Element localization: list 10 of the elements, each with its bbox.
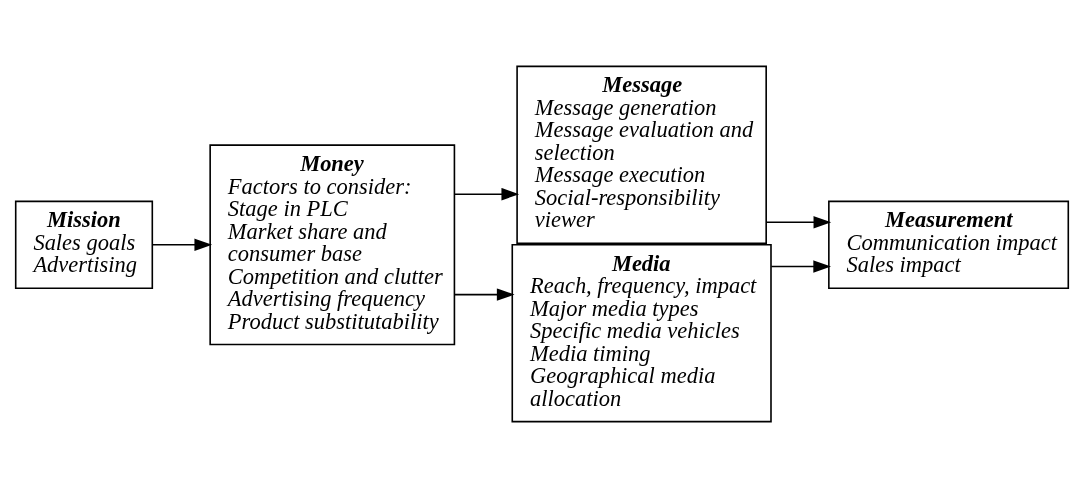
node-box: Money Factors to consider: Stage in PLC Market share and consumer base Competition and clutter Advertising frequency Product substitutability [209,144,456,346]
arrow [151,238,213,251]
node-box: Mission Sales goals Advertising [14,200,154,289]
arrow [765,216,832,229]
arrow [453,188,520,201]
arrow [453,288,515,301]
node-box: Message Message generation Message evaluation and selection Message execution Social-responsibility viewer [516,65,767,244]
arrow [770,260,832,273]
node-box: Media Reach, frequency, impact Major media types Specific media vehicles Media timing Geographical media allocation [511,244,772,423]
node-box: Measurement Communication impact Sales impact [828,200,1070,289]
